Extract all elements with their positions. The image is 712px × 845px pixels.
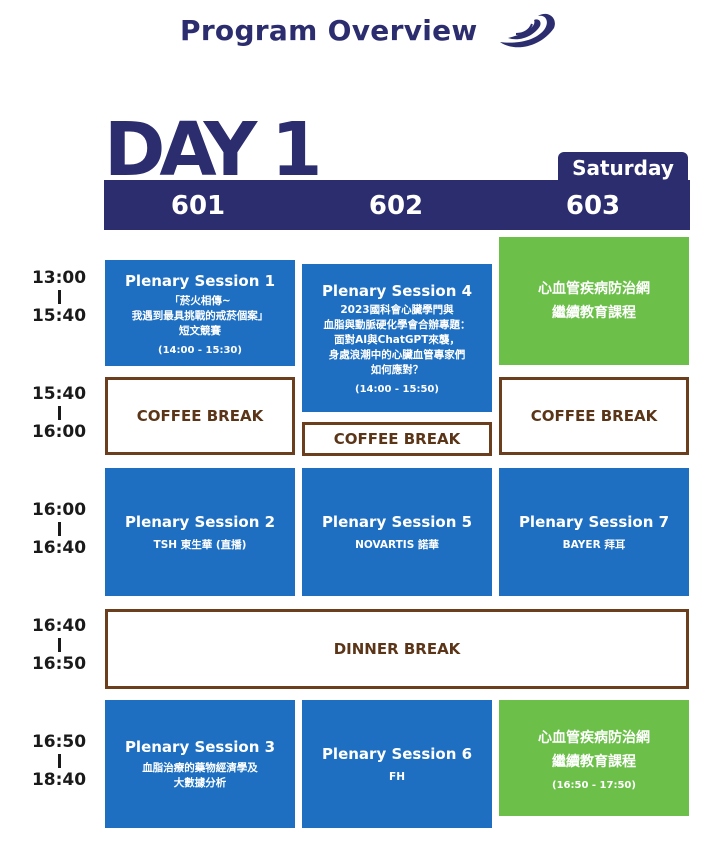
- session-time: (14:00 - 15:30): [158, 344, 242, 356]
- session-subtitle: FH: [389, 770, 405, 783]
- session-subtitle-line: 如何應對？: [370, 364, 424, 376]
- dinner-break: DINNER BREAK: [105, 609, 689, 689]
- session-subtitle: NOVARTIS 諾華: [355, 538, 439, 551]
- session-ps7[interactable]: Plenary Session 7 BAYER 拜耳: [499, 468, 689, 596]
- room-header-bar: [104, 180, 690, 230]
- time-end: 16:40: [31, 538, 87, 558]
- time-start: 16:40: [31, 616, 87, 636]
- time-end: 16:50: [31, 654, 87, 674]
- session-title-line: 心血管疾病防治網: [538, 281, 650, 297]
- session-subtitle-line: 身處浪潮中的心臟血管專家們: [328, 349, 466, 361]
- time-divider: [57, 522, 61, 536]
- time-start: 16:00: [31, 500, 87, 520]
- time-end: 16:00: [31, 422, 87, 442]
- session-ps1[interactable]: Plenary Session 1 「菸火相傳~ 我遇到最具挑戰的戒菸個案」 短…: [105, 260, 295, 366]
- session-subtitle-line: 大數據分析: [173, 777, 227, 789]
- session-title-line: 心血管疾病防治網: [538, 729, 650, 746]
- session-time: (14:00 - 15:50): [355, 384, 439, 395]
- time-divider: [57, 754, 61, 768]
- session-title: Plenary Session 3: [124, 738, 276, 756]
- room-602: 602: [368, 191, 424, 221]
- session-subtitle: BAYER 拜耳: [562, 539, 626, 551]
- coffee-break-602: COFFEE BREAK: [302, 422, 492, 456]
- wave-logo-icon: [500, 13, 555, 48]
- page-title: Program Overview: [180, 14, 478, 47]
- session-cme-2[interactable]: 心血管疾病防治網 繼續教育課程 (16:50 - 17:50): [499, 700, 689, 816]
- time-start: 15:40: [31, 384, 87, 404]
- session-time: (16:50 - 17:50): [552, 779, 636, 791]
- session-ps4[interactable]: Plenary Session 4 2023國科會心臟學門與 血脂與動脈硬化學會…: [302, 264, 492, 412]
- time-divider: [57, 638, 61, 652]
- coffee-break-601: COFFEE BREAK: [105, 377, 295, 455]
- time-slot-1: 13:00 15:40: [24, 266, 94, 328]
- session-subtitle-line: 面對AI與ChatGPT來襲，: [334, 334, 460, 346]
- session-title: Plenary Session 4: [321, 282, 473, 300]
- time-slot-2: 15:40 16:00: [24, 382, 94, 444]
- coffee-break-603: COFFEE BREAK: [499, 377, 689, 455]
- session-subtitle-line: 血脂治療的藥物經濟學及: [142, 762, 258, 774]
- session-title-line: 繼續教育課程: [552, 753, 636, 770]
- session-subtitle-line: 2023國科會心臟學門與: [340, 304, 454, 316]
- time-slot-5: 16:50 18:40: [24, 730, 94, 792]
- time-divider: [57, 406, 61, 420]
- session-subtitle-line: 「菸火相傳~: [169, 294, 231, 307]
- time-start: 16:50: [31, 732, 87, 752]
- room-603: 603: [565, 191, 621, 221]
- session-subtitle-line: 短文競賽: [179, 324, 221, 337]
- session-subtitle: TSH 東生華 (直播): [153, 538, 247, 551]
- session-ps5[interactable]: Plenary Session 5 NOVARTIS 諾華: [302, 468, 492, 596]
- session-title: Plenary Session 7: [518, 513, 670, 531]
- time-end: 18:40: [31, 770, 87, 790]
- session-title: Plenary Session 5: [321, 512, 473, 531]
- time-end: 15:40: [31, 306, 87, 326]
- session-cme-1[interactable]: 心血管疾病防治網 繼續教育課程: [499, 237, 689, 365]
- session-title: Plenary Session 6: [321, 744, 473, 763]
- session-subtitle-line: 血脂與動脈硬化學會合辦專題：: [323, 319, 471, 331]
- session-ps6[interactable]: Plenary Session 6 FH: [302, 700, 492, 828]
- time-start: 13:00: [31, 268, 87, 288]
- room-601: 601: [170, 191, 226, 221]
- session-ps3[interactable]: Plenary Session 3 血脂治療的藥物經濟學及 大數據分析: [105, 700, 295, 828]
- session-ps2[interactable]: Plenary Session 2 TSH 東生華 (直播): [105, 468, 295, 596]
- time-divider: [57, 290, 61, 304]
- session-title-line: 繼續教育課程: [552, 305, 636, 321]
- time-slot-3: 16:00 16:40: [24, 498, 94, 560]
- session-title: Plenary Session 2: [124, 512, 276, 531]
- day-heading: DAY 1: [104, 107, 322, 193]
- session-title: Plenary Session 1: [124, 271, 276, 290]
- session-subtitle-line: 我遇到最具挑戰的戒菸個案」: [131, 309, 269, 322]
- time-slot-4: 16:40 16:50: [24, 614, 94, 676]
